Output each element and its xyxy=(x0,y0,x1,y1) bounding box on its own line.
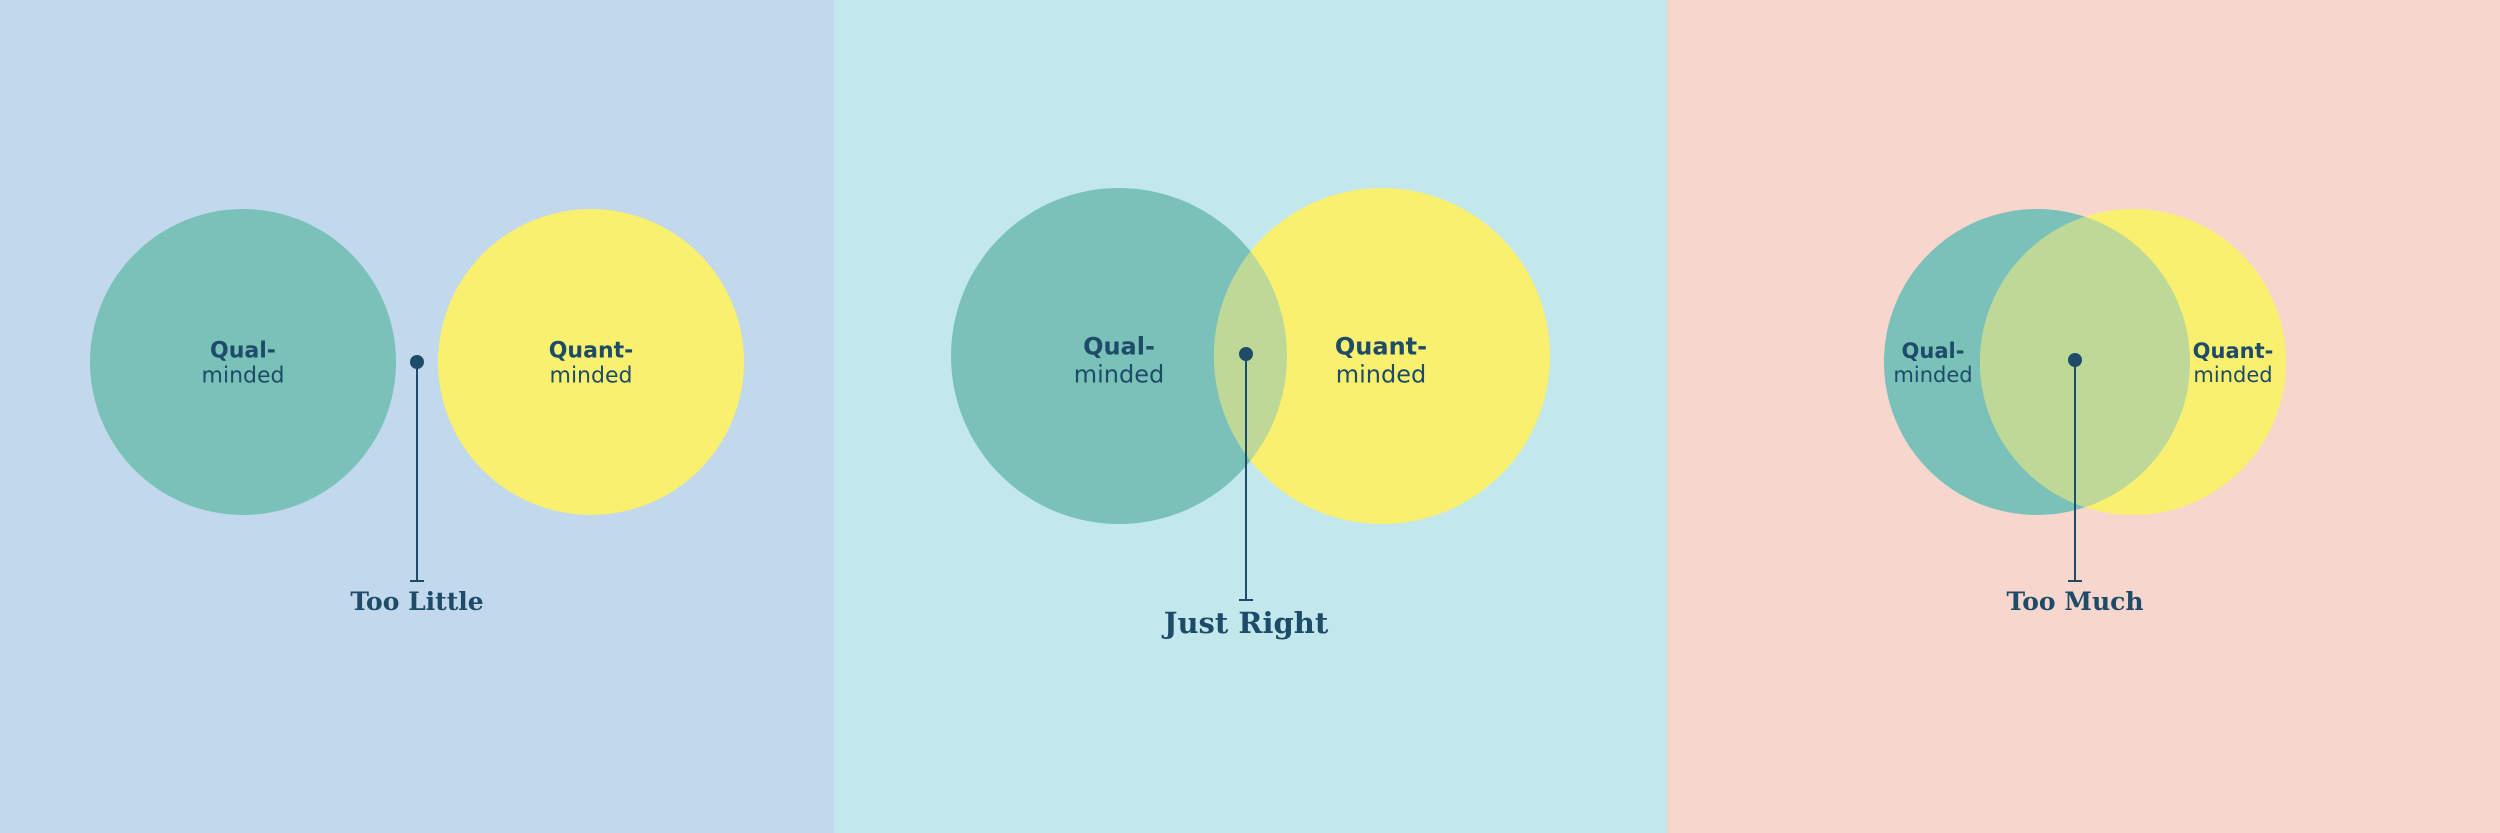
quant-label-line2: minded xyxy=(2193,363,2273,387)
venn-just-right xyxy=(951,188,1550,601)
qual-label-line1: Qual- xyxy=(1901,338,1965,363)
caption-too-little: Too Little xyxy=(350,587,484,616)
panel-just-right: Qual- minded Quant- minded Just Right xyxy=(834,0,1667,833)
quant-label: Quant- minded xyxy=(1335,333,1427,388)
qual-label: Qual- minded xyxy=(1893,339,1972,387)
qual-circle xyxy=(951,188,1287,524)
panel-too-little: Qual- minded Quant- minded Too Little xyxy=(0,0,834,833)
qual-label-line2: minded xyxy=(1073,360,1165,388)
quant-label-line2: minded xyxy=(1335,360,1427,388)
quant-label: Quant- minded xyxy=(549,339,634,390)
quant-circle xyxy=(438,209,744,515)
qual-label-line2: minded xyxy=(1893,363,1973,387)
qual-label: Qual- minded xyxy=(202,339,285,390)
quant-label-line1: Quant- xyxy=(1334,332,1428,361)
quant-circle xyxy=(1214,188,1550,524)
venn-too-little xyxy=(90,209,744,582)
pointer-dot xyxy=(410,355,424,369)
quant-label-line1: Quant- xyxy=(2192,338,2274,363)
caption-just-right: Just Right xyxy=(1163,606,1329,640)
caption-too-much: Too Much xyxy=(2006,587,2144,616)
quant-label-line2: minded xyxy=(549,364,633,389)
venn-too-much xyxy=(1884,209,2286,582)
qual-label-line2: minded xyxy=(201,364,285,389)
qual-label-line1: Qual- xyxy=(1083,332,1155,361)
pointer-dot xyxy=(2068,353,2082,367)
pointer-dot xyxy=(1239,347,1253,361)
quant-label-line1: Quant- xyxy=(548,338,634,364)
overlap-region xyxy=(1980,209,2190,515)
qual-label: Qual- minded xyxy=(1074,333,1165,388)
panel-too-much: Qual- minded Quant- minded Too Much xyxy=(1667,0,2500,833)
qual-circle xyxy=(90,209,396,515)
quant-label: Quant- minded xyxy=(2193,339,2274,387)
qual-label-line1: Qual- xyxy=(210,338,276,364)
